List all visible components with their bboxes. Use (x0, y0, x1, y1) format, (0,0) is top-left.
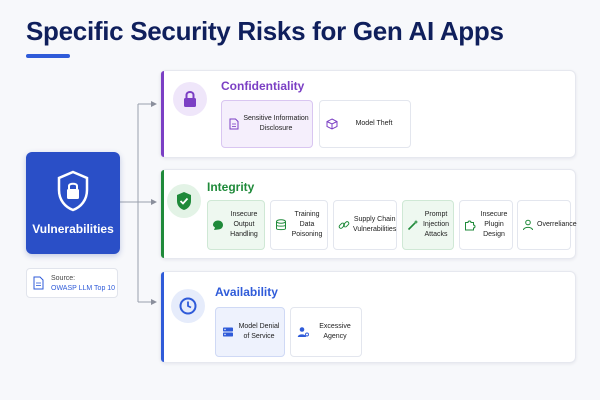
vulnerabilities-label: Vulnerabilities (32, 222, 114, 236)
person-icon (523, 219, 533, 231)
shield-lock-icon (57, 170, 89, 212)
clock-icon (171, 289, 205, 323)
card-supply-chain-vulnerabilities[interactable]: Supply Chain Vulnerabilities (333, 200, 397, 250)
document-icon (229, 118, 239, 130)
card-label: Sensitive Information Disclosure (243, 115, 309, 132)
card-insecure-plugin-design[interactable]: Insecure Plugin Design (459, 200, 513, 250)
source-link[interactable]: OWASP LLM Top 10 (51, 285, 116, 292)
integrity-title: Integrity (207, 180, 255, 194)
lock-icon (173, 82, 207, 116)
database-icon (276, 219, 286, 231)
card-insecure-output-handling[interactable]: Insecure Output Handling (207, 200, 265, 250)
card-sensitive-information-disclosure[interactable]: Sensitive Information Disclosure (221, 100, 313, 148)
source-box: Source: OWASP LLM Top 10 (26, 268, 118, 298)
card-model-denial-of-service[interactable]: Model Denial of Service (215, 307, 285, 357)
document-icon (33, 276, 44, 290)
availability-section: Availability Model Denial of Service Exc… (160, 271, 576, 363)
shield-check-icon (167, 184, 201, 218)
vulnerabilities-box[interactable]: Vulnerabilities (26, 152, 120, 254)
card-label: Insecure Plugin Design (480, 211, 508, 238)
card-label: Insecure Output Handling (230, 211, 258, 238)
link-icon (338, 221, 350, 229)
card-label: Prompt Injection Attacks (422, 211, 450, 238)
card-label: Excessive Agency (319, 323, 351, 340)
card-label: Training Data Poisoning (291, 211, 323, 238)
card-label: Overreliance (537, 221, 577, 228)
cube-icon (326, 118, 338, 130)
availability-title: Availability (215, 285, 278, 299)
card-label: Model Theft (355, 120, 393, 127)
title-underline (26, 54, 70, 58)
integrity-section: Integrity Insecure Output Handling Train… (160, 169, 577, 259)
card-label: Model Denial of Service (238, 323, 280, 340)
card-model-theft[interactable]: Model Theft (319, 100, 411, 148)
card-excessive-agency[interactable]: Excessive Agency (290, 307, 362, 357)
page-title: Specific Security Risks for Gen AI Apps (26, 16, 504, 46)
confidentiality-title: Confidentiality (221, 79, 305, 93)
puzzle-icon (465, 220, 476, 231)
wand-icon (407, 219, 419, 231)
person-gear-icon (297, 327, 309, 337)
source-label: Source: (51, 275, 76, 282)
card-prompt-injection-attacks[interactable]: Prompt Injection Attacks (402, 200, 454, 250)
chat-icon (213, 220, 223, 230)
server-icon (223, 327, 233, 337)
card-overreliance[interactable]: Overreliance (517, 200, 577, 250)
card-label: Supply Chain Vulnerabilities (353, 216, 397, 233)
card-training-data-poisoning[interactable]: Training Data Poisoning (270, 200, 328, 250)
confidentiality-section: Confidentiality Sensitive Information Di… (160, 70, 576, 158)
